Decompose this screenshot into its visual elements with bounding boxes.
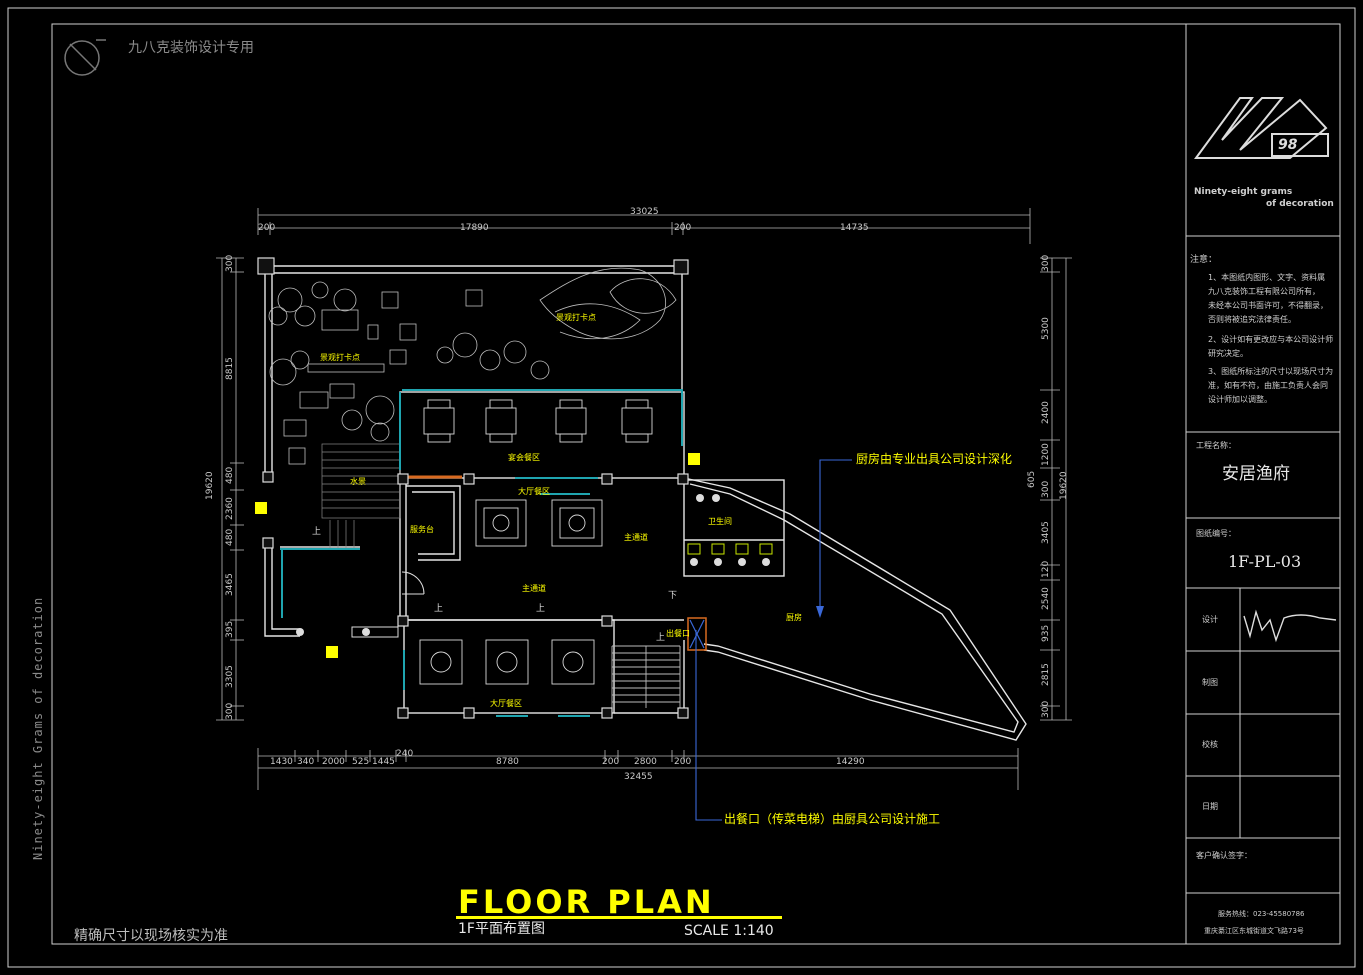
stair-up-label: 上: [656, 633, 666, 643]
stair-down-label: 下: [668, 591, 678, 601]
dim-bottom-seg: 1430: [270, 757, 293, 767]
dim-top-total: 33025: [630, 207, 659, 217]
dim-bottom-seg: 2800: [634, 757, 657, 767]
note-line: 九八克装饰工程有限公司所有，: [1208, 287, 1320, 296]
dim-left-seg: 480: [225, 466, 235, 484]
dim-right-total: 19620: [1059, 471, 1069, 500]
dim-bottom-total: 32455: [624, 772, 653, 782]
logo-number: 98: [1278, 137, 1298, 153]
room-label: 服务台: [410, 525, 434, 534]
dim-right-seg: 605: [1027, 470, 1037, 488]
dim-bottom-seg: 200: [602, 757, 620, 767]
service-hotline: 服务热线：023-45580786: [1218, 910, 1305, 918]
plan-title-underline: [456, 916, 782, 919]
company-watermark: 九八克装饰设计专用: [128, 40, 254, 56]
dim-left-seg: 480: [225, 528, 235, 546]
room-label: 出餐口: [666, 629, 690, 638]
note-line: 研究决定。: [1208, 349, 1248, 358]
dim-bottom-seg: 2000: [322, 757, 345, 767]
note-line: 准，如有不符，由施工负责人会同: [1208, 381, 1328, 390]
plan-scale: SCALE 1:140: [684, 923, 774, 939]
kitchen-note: 厨房由专业出具公司设计深化: [856, 452, 1013, 466]
dim-right-seg: 935: [1041, 624, 1051, 642]
room-label: 大厅餐区: [490, 699, 522, 708]
dim-right-seg: 2400: [1041, 401, 1051, 424]
room-label: 宴会餐区: [508, 453, 540, 462]
room-label: 厨房: [786, 613, 802, 622]
dim-right-seg: 300: [1041, 480, 1051, 498]
client-confirm-label: 客户确认签字：: [1196, 851, 1252, 860]
room-label: 卫生间: [708, 517, 732, 526]
room-label: 主通道: [522, 584, 546, 593]
brand-line-2: of decoration: [1266, 199, 1334, 209]
note-line: 设计师加以调整。: [1208, 395, 1272, 404]
notes-label: 注意：: [1190, 255, 1218, 265]
date-label: 日期: [1202, 802, 1218, 811]
note-line: 1、本图纸内图形、文字、资料属: [1208, 273, 1326, 282]
stair-up-label: 上: [434, 604, 444, 614]
side-vertical-text: Ninety-eight Grams of decoration: [31, 596, 45, 860]
dim-top-seg: 14735: [840, 223, 869, 233]
dim-left-seg: 3305: [225, 665, 235, 688]
room-label: 主通道: [624, 533, 648, 542]
dim-bottom-seg: 1445: [372, 757, 395, 767]
stair-up-label: 上: [312, 527, 322, 537]
dim-left-seg: 300: [225, 702, 235, 720]
dim-right-seg: 300: [1041, 254, 1051, 272]
dim-bottom-seg: 240: [396, 749, 414, 759]
dim-right-seg: 5300: [1041, 317, 1051, 340]
dim-left-seg: 395: [225, 620, 235, 638]
dim-left-total: 19620: [205, 471, 215, 500]
drafting-label: 制图: [1202, 678, 1218, 687]
outlet-note: 出餐口（传菜电梯）由厨具公司设计施工: [724, 812, 941, 826]
dim-bottom-seg: 340: [297, 757, 315, 767]
dim-left-seg: 300: [225, 254, 235, 272]
design-label: 设计: [1202, 615, 1218, 624]
dim-bottom-seg: 525: [352, 757, 370, 767]
project-name: 安居渔府: [1222, 464, 1290, 484]
drawing-no-label: 图纸编号：: [1196, 529, 1236, 538]
dim-left-seg: 2360: [225, 497, 235, 520]
note-line: 未经本公司书面许可，不得翻录，: [1208, 301, 1328, 310]
dim-bottom-seg: 200: [674, 757, 692, 767]
dim-left-seg: 3465: [225, 573, 235, 596]
company-address: 重庆綦江区东城街道文飞路73号: [1204, 927, 1304, 935]
dim-top-seg: 200: [674, 223, 692, 233]
check-label: 校核: [1202, 740, 1218, 749]
plan-title: FLOOR PLAN: [458, 883, 715, 921]
field-verify-note: 精确尺寸以现场核实为准: [74, 928, 228, 944]
room-label: 景观打卡点: [320, 353, 360, 362]
note-line: 3、图纸所标注的尺寸以现场尺寸为: [1208, 367, 1334, 376]
dim-right-seg: 300: [1041, 700, 1051, 718]
plan-subtitle: 1F平面布置图: [458, 921, 545, 937]
dim-bottom-seg: 8780: [496, 757, 519, 767]
room-label: 景观打卡点: [556, 313, 596, 322]
drawing-number: 1F-PL-03: [1228, 552, 1302, 571]
dim-right-seg: 120: [1041, 560, 1051, 578]
dim-left-seg: 8815: [225, 357, 235, 380]
room-label: 大厅餐区: [518, 487, 550, 496]
room-label: 水景: [350, 477, 366, 486]
note-line: 否则将被追究法律责任。: [1208, 315, 1296, 324]
stair-up-label: 上: [536, 604, 546, 614]
dim-bottom-seg: 14290: [836, 757, 865, 767]
dim-right-seg: 2815: [1041, 663, 1051, 686]
note-line: 2、设计如有更改应与本公司设计师: [1208, 335, 1334, 344]
dim-top-seg: 200: [258, 223, 276, 233]
brand-line-1: Ninety-eight grams: [1194, 187, 1293, 197]
project-label: 工程名称：: [1196, 441, 1236, 450]
dim-right-seg: 3405: [1041, 521, 1051, 544]
dim-top-seg: 17890: [460, 223, 489, 233]
dim-right-seg: 2540: [1041, 587, 1051, 610]
dim-right-seg: 1200: [1041, 443, 1051, 466]
